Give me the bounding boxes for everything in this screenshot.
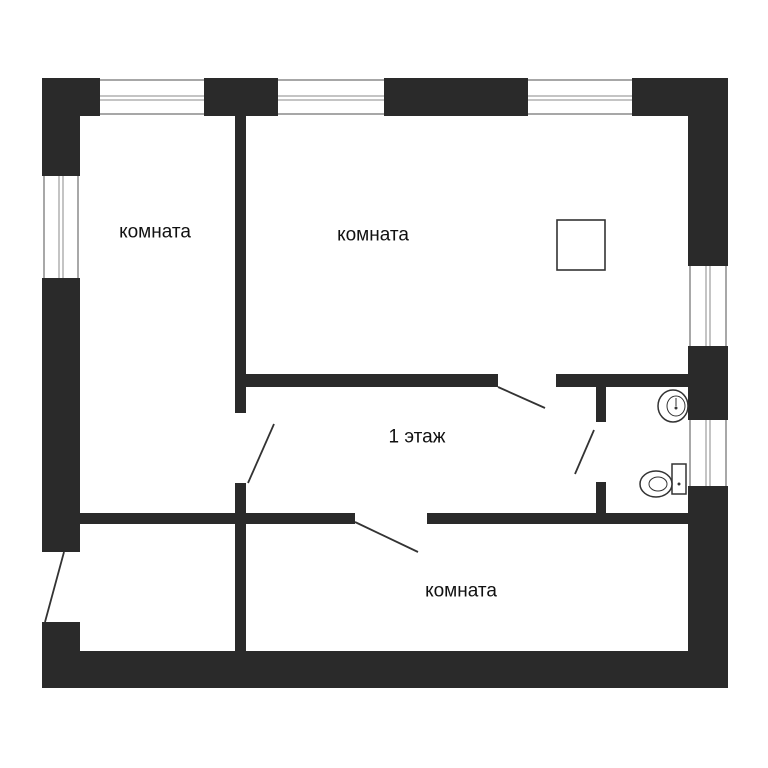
- door-opening-left-room: [234, 413, 248, 483]
- door-opening-top-room: [498, 372, 556, 389]
- toilet-icon: [639, 463, 687, 498]
- door-opening-bottom-room: [355, 511, 427, 526]
- hallway-label: 1 этаж: [388, 426, 446, 448]
- door-leaf-left-room: [247, 423, 275, 484]
- window-top-2: [278, 78, 384, 116]
- room-left-floor: [80, 116, 235, 513]
- square-fixture-icon: [556, 219, 606, 271]
- door-opening-bathroom: [594, 422, 608, 482]
- room-bottom-floor: [246, 524, 688, 651]
- room-top-floor: [246, 116, 688, 374]
- window-top-3: [528, 78, 632, 116]
- door-leaf-bathroom: [574, 429, 595, 475]
- room-left-label: комната: [119, 221, 191, 243]
- window-right-2: [688, 420, 728, 486]
- room-top-label: комната: [337, 224, 409, 246]
- sink-icon: [657, 389, 689, 423]
- window-top-1: [100, 78, 204, 116]
- door-leaf-entrance: [44, 551, 65, 623]
- window-left: [42, 176, 80, 278]
- door-leaf-bottom-room: [354, 521, 419, 553]
- window-right-1: [688, 266, 728, 346]
- room-bottom-label: комната: [425, 580, 497, 602]
- room-bottom-left-floor: [80, 524, 235, 651]
- door-leaf-top-room: [497, 386, 546, 409]
- hallway-floor: [246, 387, 596, 513]
